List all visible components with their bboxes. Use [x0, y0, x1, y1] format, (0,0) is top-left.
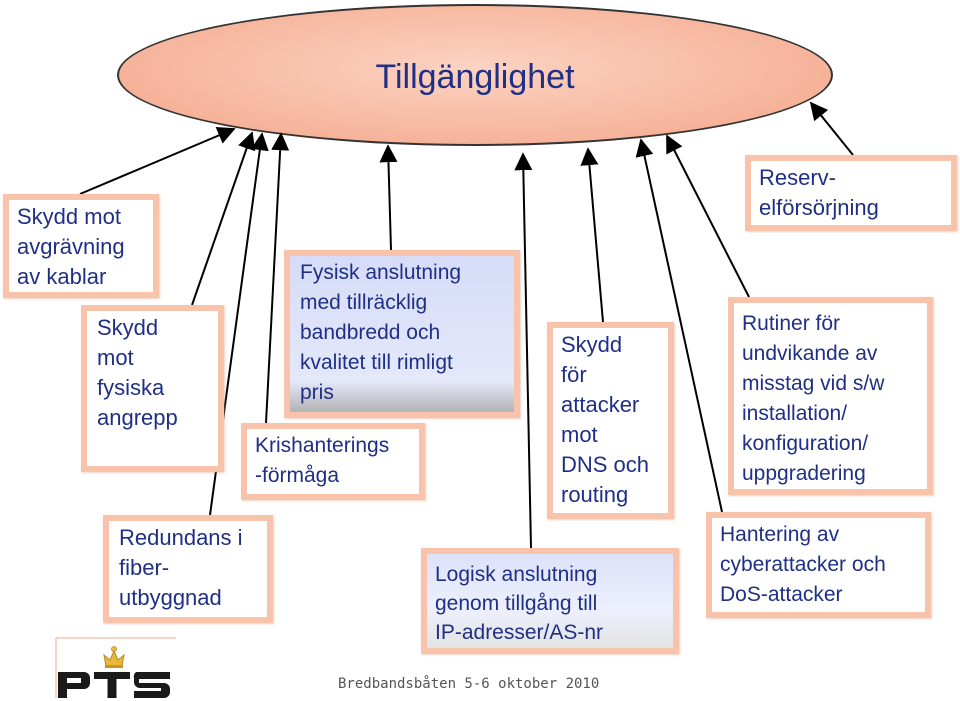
arrow-skydd-dns	[580, 147, 604, 323]
box-rutiner: Rutiner för undvikande av misstag vid s/…	[728, 297, 933, 495]
pts-wordmark	[58, 672, 170, 698]
arrow-fysiska	[191, 131, 256, 306]
arrow-fysisk-anslutning	[379, 144, 398, 251]
box-krishanteringsformaga: Krishanterings -förmåga	[241, 423, 425, 500]
box-skydd-dns-routing: Skydd för attacker mot DNS och routing	[547, 322, 674, 519]
arrow-reserv	[809, 101, 854, 156]
arrow-hantering	[635, 138, 723, 513]
pts-logo	[55, 637, 176, 698]
arrow-logisk	[514, 152, 533, 549]
box-logisk-anslutning: Logisk anslutning genom tillgång till IP…	[421, 548, 679, 654]
box-skydd-fysiska-angrepp: Skydd mot fysiska angrepp	[81, 305, 224, 472]
box-fysisk-anslutning: Fysisk anslutning med tillräcklig bandbr…	[284, 250, 520, 418]
arrow-avgravning	[79, 127, 236, 195]
arrow-krishantering	[265, 132, 290, 424]
crown-icon	[103, 646, 125, 668]
diagram-title: Tillgänglighet	[375, 57, 575, 96]
box-skydd-avgravning: Skydd mot avgrävning av kablar	[3, 194, 159, 298]
arrow-rutiner	[666, 134, 750, 298]
box-hantering-cyberattacker: Hantering av cyberattacker och DoS-attac…	[706, 512, 931, 618]
footer-text: Bredbandsbåten 5-6 oktober 2010	[338, 676, 600, 692]
box-redundans-fiber: Redundans i fiber- utbyggnad	[103, 515, 273, 623]
box-reservelforsorjning: Reserv- elförsörjning	[745, 155, 957, 231]
title-ellipse: Tillgänglighet	[117, 4, 833, 146]
